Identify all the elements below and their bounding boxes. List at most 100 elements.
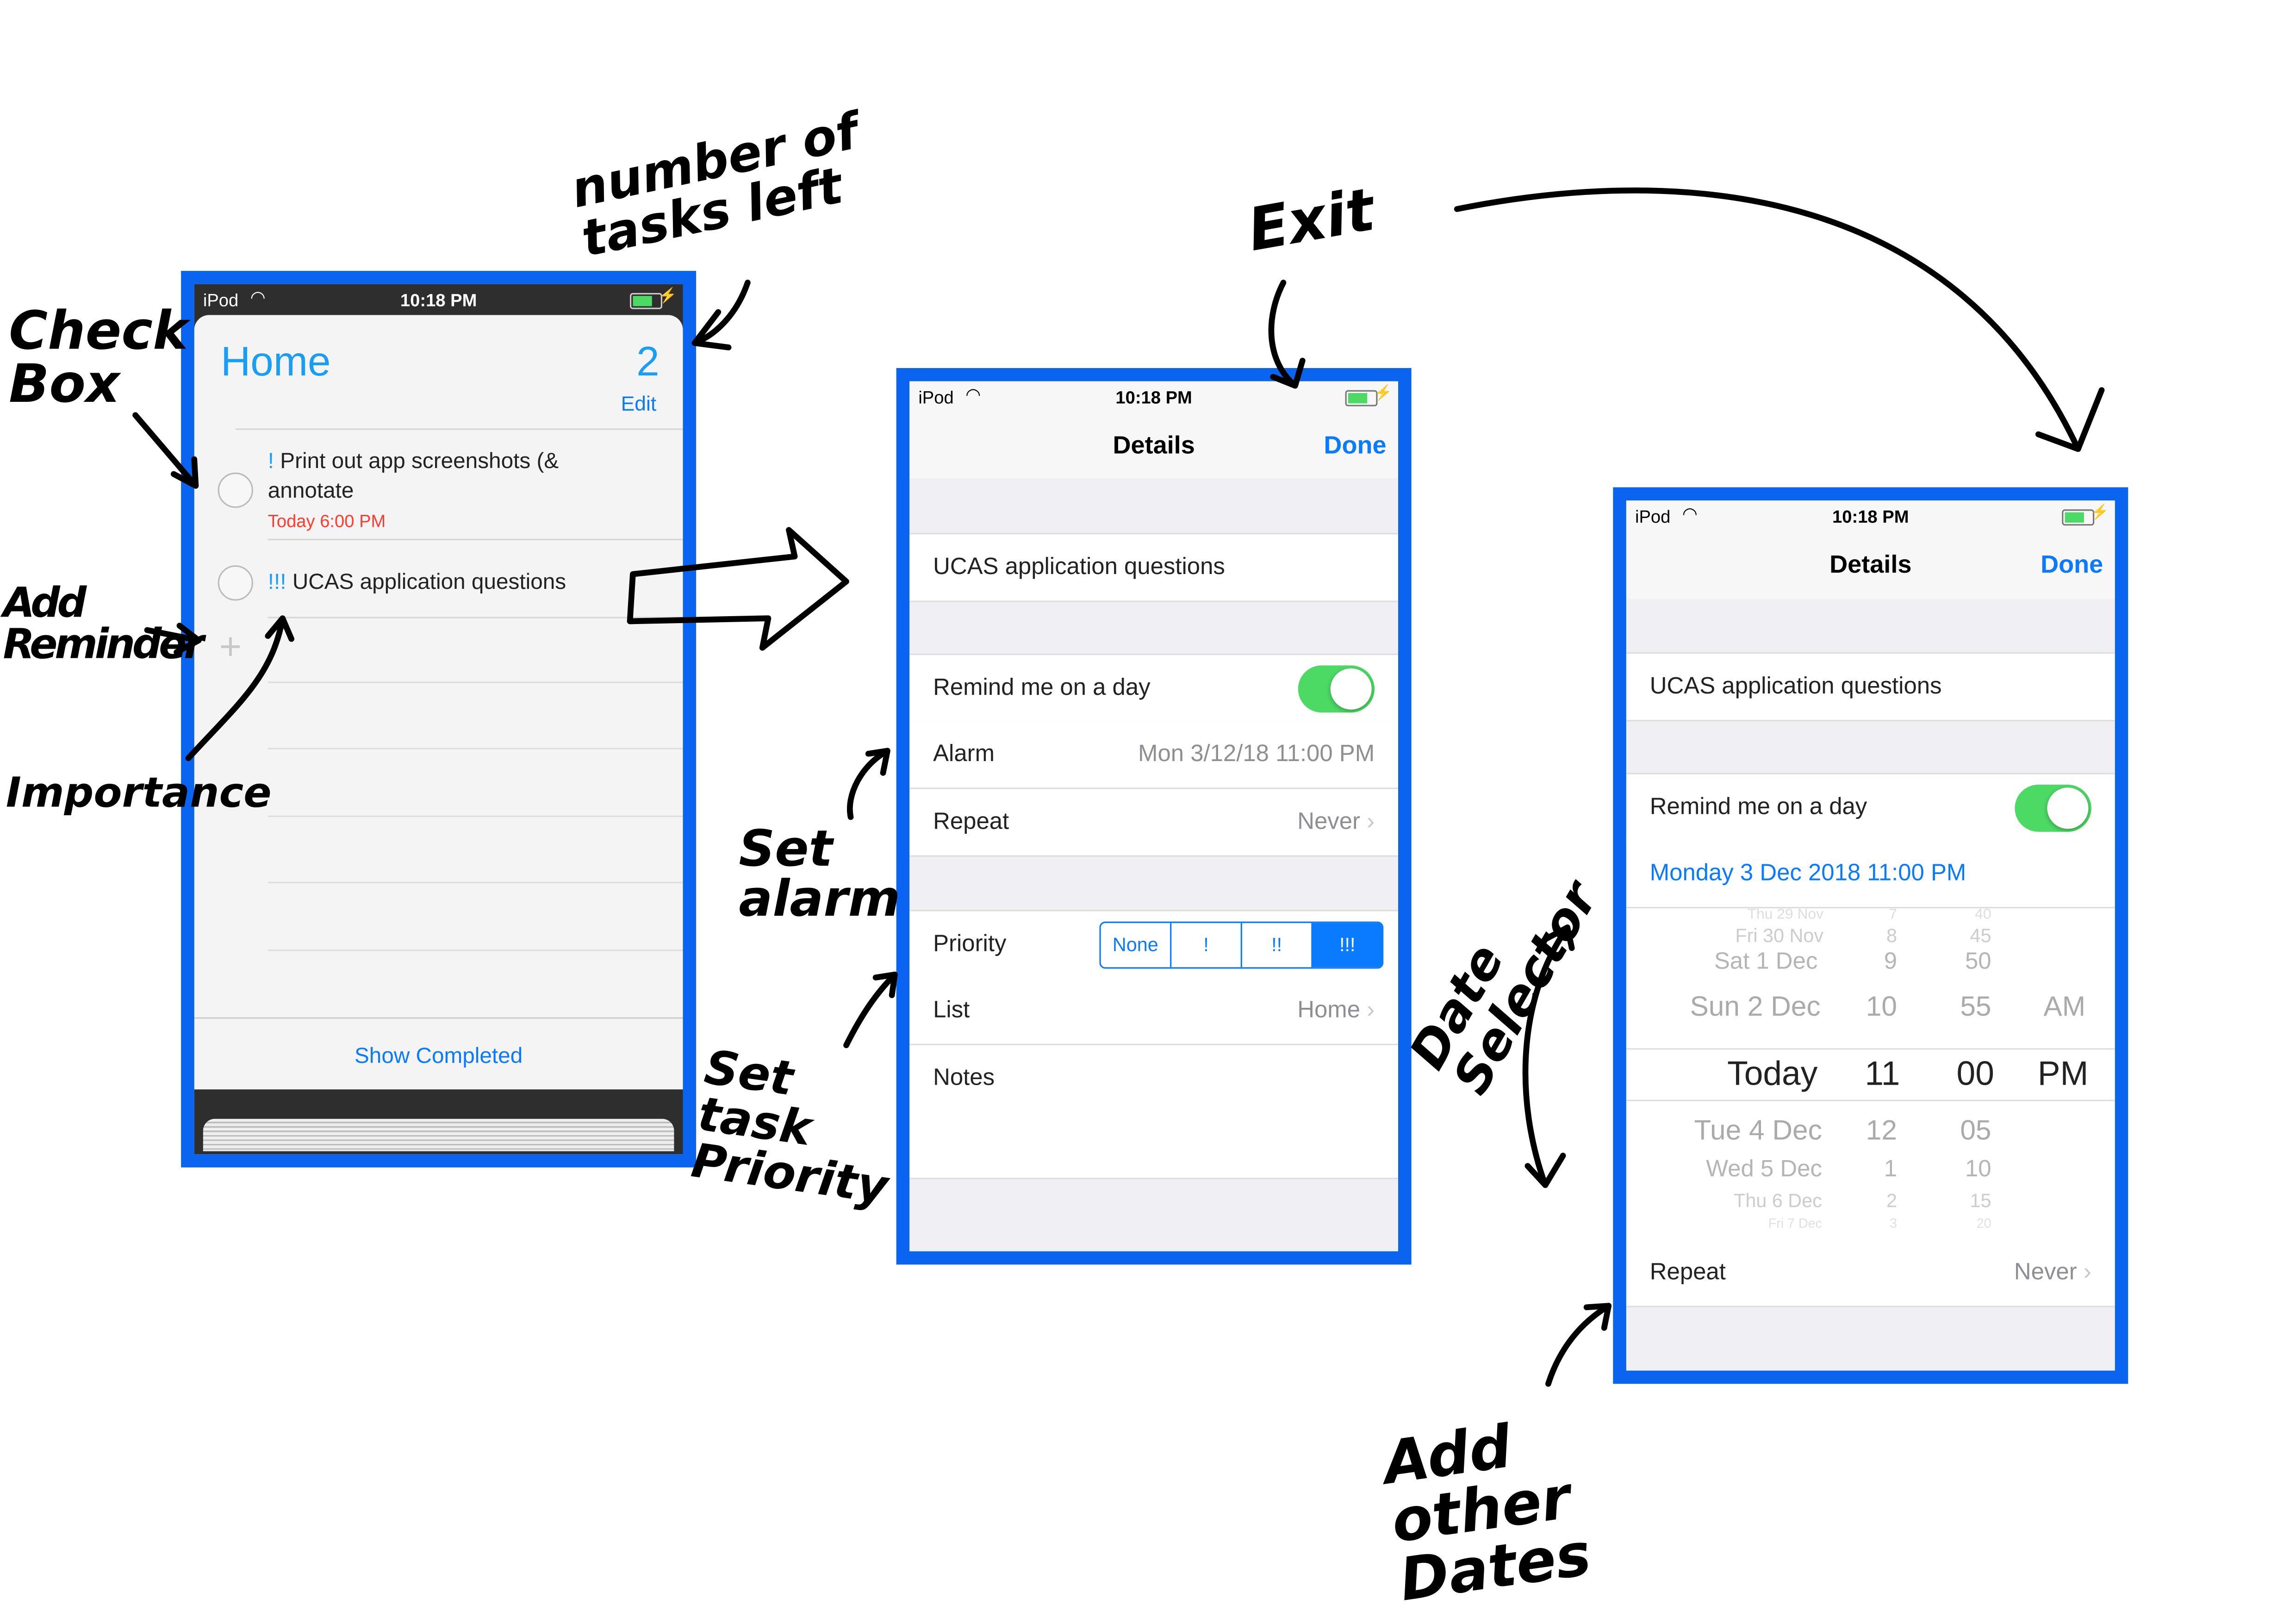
task-title-field[interactable]: UCAS application questions — [909, 533, 1398, 602]
status-bar: iPod ◠ 10:18 PM ⚡ — [909, 381, 1398, 414]
checkbox[interactable] — [218, 565, 253, 601]
selected-date-row[interactable]: Monday 3 Dec 2018 11:00 PM — [1626, 840, 2115, 909]
picker-hour[interactable]: 7 — [1889, 906, 1898, 923]
divider — [268, 881, 683, 883]
priority-label: Priority — [933, 931, 1007, 956]
details-screenshot: iPod ◠ 10:18 PM ⚡ Details Done UCAS appl… — [896, 368, 1412, 1265]
done-button[interactable]: Done — [2041, 550, 2103, 579]
divider — [194, 1017, 683, 1019]
repeat-value: Never — [2014, 1259, 2077, 1285]
paper-stack — [203, 1118, 674, 1151]
repeat-value: Never — [1297, 809, 1361, 834]
arrow-check-box — [132, 412, 199, 489]
priority-high[interactable]: !!! — [1311, 922, 1382, 967]
picker-day-selected[interactable]: Today — [1727, 1054, 1818, 1093]
task-title: UCAS application questions — [1649, 673, 1942, 699]
carrier: iPod — [918, 387, 954, 408]
battery-icon — [1345, 390, 1378, 406]
picker-day[interactable]: Tue 4 Dec — [1694, 1116, 1822, 1147]
picker-am[interactable]: AM — [2043, 992, 2086, 1024]
divider — [268, 815, 683, 817]
repeat-label: Repeat — [1649, 1259, 1726, 1285]
selected-date: Monday 3 Dec 2018 11:00 PM — [1649, 860, 1966, 886]
divider — [268, 617, 683, 618]
picker-hour[interactable]: 8 — [1886, 924, 1898, 947]
task-title[interactable]: UCAS application questions — [292, 569, 566, 595]
edit-button[interactable]: Edit — [621, 391, 657, 415]
picker-day[interactable]: Thu 6 Dec — [1734, 1189, 1822, 1212]
done-button[interactable]: Done — [1324, 431, 1387, 460]
annotation-set-priority: Set task Priority — [688, 1039, 892, 1215]
priority-low[interactable]: ! — [1170, 922, 1241, 967]
chevron-right-icon: › — [2083, 1259, 2091, 1285]
picker-minute[interactable]: 40 — [1975, 906, 1991, 923]
task-title[interactable]: Print out app screenshots (& — [280, 449, 559, 474]
nav-title: Details — [1113, 431, 1195, 460]
arrow-set-priority — [843, 971, 898, 1049]
picker-day[interactable]: Wed 5 Dec — [1706, 1157, 1822, 1182]
picker-minute[interactable]: 05 — [1960, 1116, 1991, 1147]
arrow-importance — [185, 615, 295, 762]
picker-hour[interactable]: 10 — [1866, 992, 1898, 1024]
picker-minute[interactable]: 55 — [1960, 992, 1991, 1024]
picker-minute[interactable]: 10 — [1965, 1157, 1991, 1182]
date-picker[interactable]: Thu 29 Nov Fri 30 Nov Sat 1 Dec Sun 2 De… — [1626, 906, 2115, 1241]
carrier: iPod — [1635, 506, 1671, 527]
picker-hour-selected[interactable]: 11 — [1865, 1054, 1900, 1093]
remind-toggle[interactable] — [1298, 664, 1375, 712]
picker-day[interactable]: Sat 1 Dec — [1714, 949, 1818, 975]
nav-bar: Details Done — [909, 413, 1398, 479]
annotation-set-alarm: Set alarm — [739, 820, 901, 929]
show-completed-button[interactable]: Show Completed — [354, 1043, 523, 1069]
add-reminder-button[interactable]: + — [219, 624, 242, 668]
status-bar: iPod ◠ 10:18 PM ⚡ — [1626, 500, 2115, 533]
priority-none[interactable]: None — [1112, 932, 1158, 955]
clock: 10:18 PM — [400, 290, 477, 311]
picker-hour[interactable]: 9 — [1884, 949, 1898, 975]
picker-hour[interactable]: 2 — [1886, 1189, 1898, 1212]
list-title: Home — [221, 338, 331, 384]
tasks-left-count: 2 — [636, 338, 660, 384]
repeat-row[interactable]: Repeat Never › — [1626, 1239, 2115, 1307]
picker-day[interactable]: Thu 29 Nov — [1747, 906, 1824, 923]
picker-hour[interactable]: 12 — [1866, 1116, 1898, 1147]
picker-day[interactable]: Fri 7 Dec — [1768, 1216, 1822, 1231]
priority-medium[interactable]: !! — [1240, 922, 1312, 967]
picker-minute[interactable]: 45 — [1970, 924, 1991, 947]
divider — [268, 949, 683, 951]
charging-icon: ⚡ — [659, 288, 677, 305]
picker-minute-selected[interactable]: 00 — [1956, 1054, 1994, 1093]
remind-label: Remind me on a day — [933, 675, 1151, 700]
picker-hour[interactable]: 3 — [1890, 1216, 1898, 1231]
notes-field[interactable]: Notes — [909, 1045, 1398, 1180]
repeat-label: Repeat — [933, 809, 1009, 834]
task-title-field[interactable]: UCAS application questions — [1626, 652, 2115, 722]
charging-icon: ⚡ — [2091, 505, 2109, 521]
clock: 10:18 PM — [1832, 506, 1909, 527]
clock: 10:18 PM — [1115, 387, 1192, 408]
priority-mark: ! — [268, 449, 274, 474]
list-label: List — [933, 997, 970, 1023]
picker-selection-band — [1626, 1048, 2115, 1101]
remind-toggle[interactable] — [2015, 784, 2091, 831]
picker-day[interactable]: Fri 30 Nov — [1735, 924, 1824, 947]
reminders-card: Home 2 Edit ! Print out app screenshots … — [194, 315, 683, 1090]
arrow-date-selector — [1522, 924, 1575, 1188]
checkbox[interactable] — [218, 472, 253, 508]
priority-selector: None ! !! !!! — [1099, 921, 1384, 968]
chevron-right-icon: › — [1367, 809, 1375, 834]
arrow-tasks-left — [691, 280, 751, 350]
task-title-cont[interactable]: annotate — [268, 478, 354, 504]
repeat-row[interactable]: Repeat Never › — [909, 789, 1398, 857]
list-value: Home — [1297, 997, 1361, 1023]
picker-minute[interactable]: 50 — [1965, 949, 1991, 975]
picker-day[interactable]: Sun 2 Dec — [1690, 992, 1821, 1024]
picker-minute[interactable]: 15 — [1970, 1189, 1991, 1212]
picker-pm-selected[interactable]: PM — [2037, 1054, 2089, 1093]
picker-minute[interactable]: 20 — [1976, 1216, 1991, 1231]
picker-hour[interactable]: 1 — [1884, 1157, 1898, 1182]
nav-title: Details — [1829, 550, 1912, 579]
